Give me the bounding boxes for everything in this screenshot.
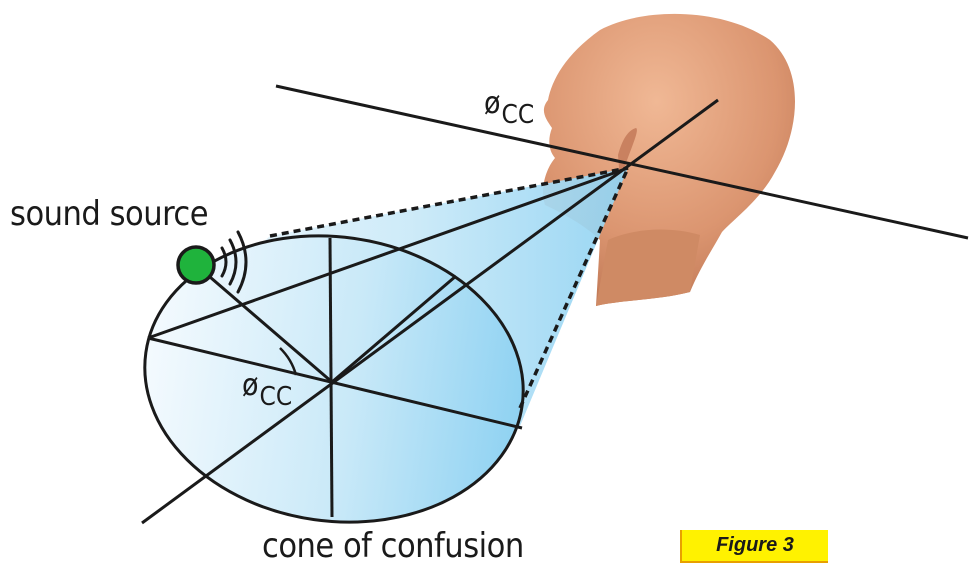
cone-edge-bottom [518, 167, 630, 409]
angle-label-bottom: øCC [242, 368, 292, 412]
angle-subscript: CC [501, 100, 535, 130]
base-vertical-spoke [328, 237, 334, 518]
interaural-axis-line [275, 84, 969, 240]
angle-symbol: ø [242, 368, 259, 403]
figure-badge: Figure 3 [680, 530, 828, 563]
sound-source-label: sound source [10, 194, 209, 234]
sound-waves-icon [220, 230, 248, 294]
angle-symbol: ø [484, 86, 501, 121]
angle-label-top: øCC [484, 86, 534, 130]
angle-subscript: CC [259, 382, 293, 412]
base-spoke-right [147, 336, 523, 430]
base-spoke-upper-right [331, 274, 457, 384]
head-illustration [543, 13, 795, 306]
ear-to-base-line [147, 166, 629, 340]
cone-edge-top [269, 166, 629, 238]
angle-arc [279, 347, 298, 376]
cone-of-confusion-label: cone of confusion [262, 526, 524, 566]
sound-source-dot [176, 245, 216, 285]
source-ray [195, 263, 333, 384]
